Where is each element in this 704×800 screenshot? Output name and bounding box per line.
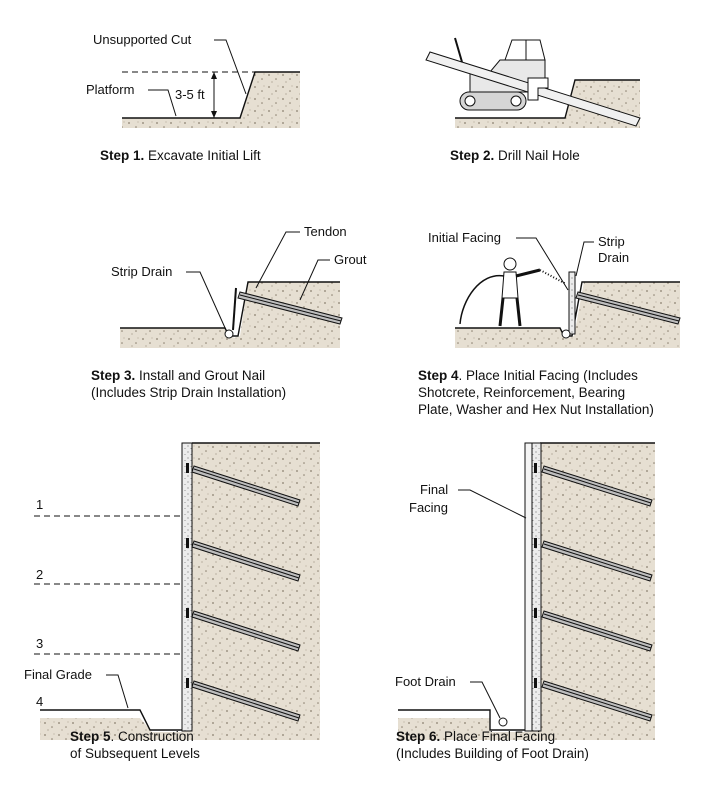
step4-initial-facing-label: Initial Facing: [428, 230, 501, 245]
worker-figure: [459, 257, 567, 327]
step1-platform-label: Platform: [86, 82, 134, 97]
step5-panel: 1 2 3 4 Final Grade Step 5. Construction…: [24, 442, 320, 761]
step4-caption-line2: Shotcrete, Reinforcement, Bearing: [418, 385, 625, 400]
step3-grout-label: Grout: [334, 252, 367, 267]
level-3-label: 3: [36, 636, 43, 651]
step6-panel: Final Facing Foot Drain Step 6. Place Fi…: [395, 442, 655, 761]
step4-panel: Initial Facing Strip Drain Step 4. Place…: [418, 230, 681, 417]
step2-caption: Step 2. Drill Nail Hole: [450, 148, 580, 163]
step5-caption-line2: of Subsequent Levels: [70, 746, 200, 761]
level-2-label: 2: [36, 567, 43, 582]
step5-nails: [186, 463, 301, 722]
step1-height-label: 3-5 ft: [175, 87, 205, 102]
step3-caption-line2: (Includes Strip Drain Installation): [91, 385, 286, 400]
step1-caption: Step 1. Excavate Initial Lift: [100, 148, 261, 163]
step3-strip-drain-label: Strip Drain: [111, 264, 172, 279]
step2-panel: Step 2. Drill Nail Hole: [425, 37, 641, 163]
step3-caption: Step 3. Install and Grout Nail: [91, 368, 265, 383]
drill-rig: [425, 37, 641, 127]
step6-final-label: Final: [420, 482, 448, 497]
step6-foot-drain-label: Foot Drain: [395, 674, 456, 689]
step6-facing-label: Facing: [409, 500, 448, 515]
step6-caption-line2: (Includes Building of Foot Drain): [396, 746, 589, 761]
step5-final-grade-label: Final Grade: [24, 667, 92, 682]
level-1-label: 1: [36, 497, 43, 512]
step1-unsupported-cut-label: Unsupported Cut: [93, 32, 192, 47]
step3-panel: Tendon Grout Strip Drain Step 3. Install…: [91, 224, 367, 400]
step1-panel: 3-5 ft Platform Unsupported Cut Step 1. …: [86, 32, 300, 163]
step3-tendon-label: Tendon: [304, 224, 347, 239]
level-4-label: 4: [36, 694, 43, 709]
step4-caption-line3: Plate, Washer and Hex Nut Installation): [418, 402, 654, 417]
step4-drain-label: Drain: [598, 250, 629, 265]
step6-nails: [534, 463, 653, 722]
step4-caption: Step 4. Place Initial Facing (Includes: [418, 368, 638, 383]
step5-caption: Step 5. Construction: [70, 729, 194, 744]
step4-strip-label: Strip: [598, 234, 625, 249]
step6-caption: Step 6. Place Final Facing: [396, 729, 555, 744]
